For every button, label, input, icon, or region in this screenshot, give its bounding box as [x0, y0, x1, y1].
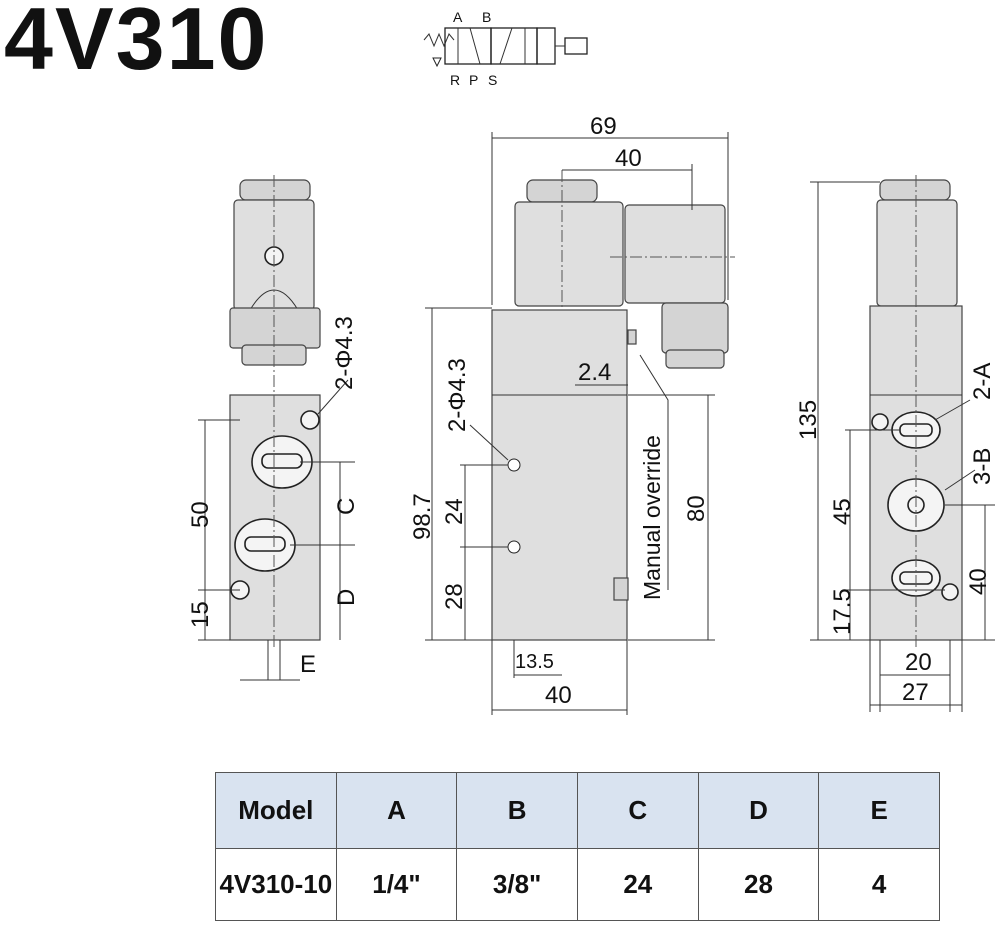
cell-b: 3/8" — [456, 848, 578, 921]
symbol-port-p: P — [469, 72, 478, 88]
cell-c: 24 — [576, 848, 699, 921]
symbol-port-s: S — [488, 72, 497, 88]
left-view: 50 15 C D E 2-Φ4.3 — [187, 175, 360, 681]
dim-d: D — [333, 589, 360, 606]
dim-13-5: 13.5 — [515, 651, 554, 673]
dim-40-right: 40 — [965, 568, 992, 595]
dim-98-7: 98.7 — [409, 493, 436, 540]
cell-a: 1/4" — [335, 848, 458, 921]
dim-hole-left: 2-Φ4.3 — [331, 316, 358, 390]
cell-d: 28 — [697, 848, 820, 921]
technical-drawing: A B R P S 50 15 C D E 2-Φ4.3 — [187, 9, 996, 715]
port-3-b-label: 3-B — [969, 448, 996, 485]
dim-17-5: 17.5 — [829, 588, 856, 635]
symbol-port-a: A — [453, 9, 463, 25]
header-b: B — [456, 772, 578, 849]
dim-40-top: 40 — [615, 145, 642, 172]
table-row: 4V310-10 1/4" 3/8" 24 28 4 — [215, 848, 940, 921]
manual-override-label: Manual override — [639, 435, 665, 600]
dim-28: 28 — [441, 583, 468, 610]
dim-45: 45 — [829, 498, 856, 525]
cell-model: 4V310-10 — [215, 848, 337, 921]
header-model: Model — [215, 772, 337, 849]
dim-27: 27 — [902, 679, 929, 706]
cell-e: 4 — [818, 848, 940, 921]
port-2-a-label: 2-A — [969, 363, 996, 400]
dim-2-4: 2.4 — [578, 359, 611, 386]
header-c: C — [576, 772, 699, 849]
model-title: 4V310 — [4, 0, 269, 88]
dim-135: 135 — [795, 400, 822, 440]
dim-20: 20 — [905, 649, 932, 676]
dim-80: 80 — [683, 495, 710, 522]
dim-40-bottom: 40 — [545, 682, 572, 709]
table-header-row: Model A B C D E — [215, 772, 940, 849]
dim-24: 24 — [441, 498, 468, 525]
header-e: E — [818, 772, 940, 849]
symbol-port-b: B — [482, 9, 491, 25]
right-view: 135 45 17.5 40 2-A 3-B 20 27 — [795, 175, 996, 712]
dim-50: 50 — [187, 501, 214, 528]
spec-table: Model A B C D E 4V310-10 1/4" 3/8" 24 28… — [215, 772, 940, 921]
header-a: A — [335, 772, 458, 849]
symbol-port-r: R — [450, 72, 460, 88]
dim-15: 15 — [187, 601, 214, 628]
dim-hole-middle: 2-Φ4.3 — [444, 358, 471, 432]
dim-c: C — [333, 498, 360, 515]
middle-view: 69 40 98.7 24 28 2-Φ4.3 80 2.4 Manual ov… — [409, 113, 735, 715]
dim-69: 69 — [590, 113, 617, 140]
dim-e: E — [300, 651, 316, 678]
valve-symbol: A B R P S — [423, 9, 588, 88]
header-d: D — [697, 772, 820, 849]
